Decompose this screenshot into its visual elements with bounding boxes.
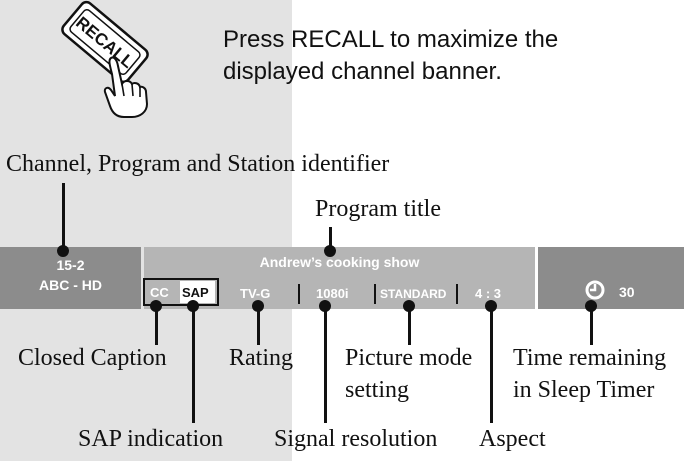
separator-3: [456, 284, 458, 304]
banner-sleep-minutes: 30: [619, 284, 635, 300]
label-picture-mode-line-2: setting: [345, 377, 409, 403]
banner-cc: CC: [150, 285, 169, 300]
label-closed-caption: Closed Caption: [18, 345, 167, 371]
cc-sap-box: [143, 278, 219, 306]
instruction-line-1: Press RECALL to maximize the: [223, 26, 559, 53]
pointer-dot-picture-mode: [403, 300, 415, 312]
banner-channel-number: 15-2: [56, 257, 85, 273]
pointer-dot-cc: [150, 300, 162, 312]
label-aspect: Aspect: [479, 426, 546, 452]
label-signal-resolution: Signal resolution: [274, 426, 438, 452]
banner-timer-block: [538, 247, 684, 309]
banner-sap: SAP: [182, 285, 209, 300]
label-rating: Rating: [229, 345, 293, 371]
label-sap-indication: SAP indication: [78, 426, 224, 452]
pointer-dot-channel: [57, 245, 69, 257]
banner-aspect: 4 : 3: [475, 286, 502, 301]
banner-station-name: ABC - HD: [39, 277, 102, 293]
pointer-line-title: [329, 227, 332, 252]
banner-picture-mode: STANDARD: [380, 287, 447, 301]
pointer-dot-rating: [252, 300, 264, 312]
separator-2: [374, 284, 376, 304]
banner-program-title: Andrew’s cooking show: [259, 254, 420, 270]
sap-highlight: [180, 281, 215, 303]
pointer-dot-aspect: [485, 300, 497, 312]
separator-1: [298, 284, 300, 304]
pointer-dot-sap: [187, 300, 199, 312]
pointer-dot-sleep-timer: [585, 300, 597, 312]
pointer-dot-title: [324, 245, 336, 257]
left-background-panel: [0, 0, 292, 461]
label-sleep-timer-line-2: in Sleep Timer: [513, 377, 655, 403]
pointer-line-channel: [62, 183, 65, 251]
label-picture-mode-line-1: Picture mode: [345, 345, 473, 371]
label-sleep-timer-line-1: Time remaining: [513, 345, 667, 371]
pointer-line-sap: [192, 305, 195, 423]
pointer-line-resolution: [324, 305, 327, 423]
instruction-line-2: displayed channel banner.: [223, 58, 502, 85]
pointer-line-cc: [155, 305, 158, 345]
banner-resolution: 1080i: [316, 286, 349, 301]
pointer-line-rating: [257, 305, 260, 345]
remote-recall-illustration: RECALL: [61, 0, 149, 118]
pointer-line-picture-mode: [408, 305, 411, 345]
label-program-title: Program title: [315, 196, 441, 222]
clock-icon: [585, 280, 605, 300]
pointer-line-aspect: [490, 305, 493, 423]
label-channel-identifier: Channel, Program and Station identifier: [6, 151, 390, 177]
pointer-line-sleep-timer: [590, 305, 593, 345]
banner-rating: TV-G: [240, 286, 271, 301]
pointer-dot-resolution: [319, 300, 331, 312]
banner-channel-block: [0, 247, 141, 309]
